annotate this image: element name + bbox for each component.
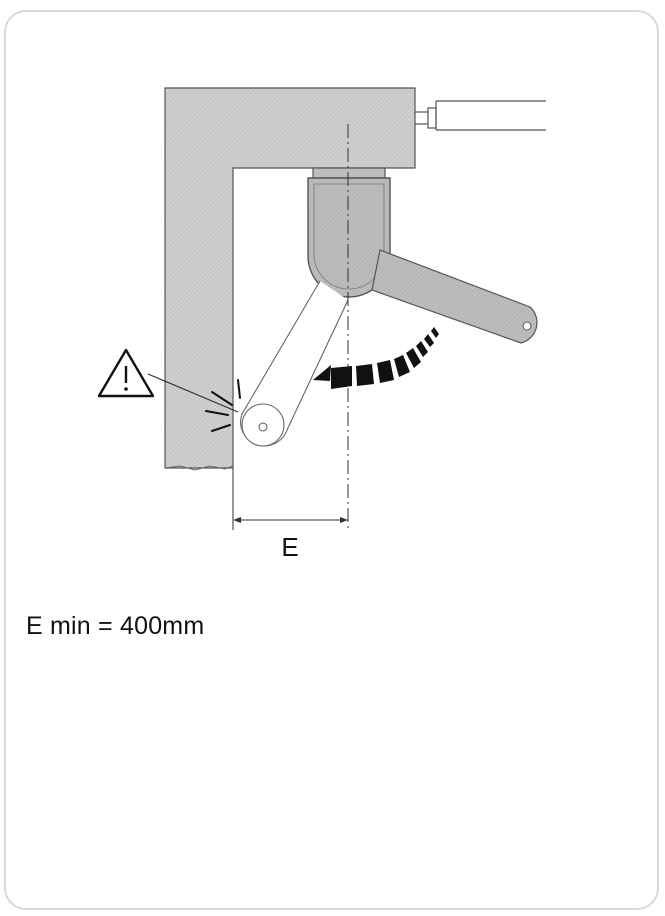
impact-marks	[205, 379, 241, 432]
wall-break-edge	[164, 465, 234, 471]
gate-opener-diagram: E	[97, 87, 546, 562]
curved-arrow-icon	[313, 327, 439, 389]
dimension-e	[232, 468, 348, 530]
arm-open-position	[371, 249, 538, 344]
dimension-label: E	[281, 532, 298, 562]
min-distance-caption: E min = 400mm	[26, 612, 205, 640]
warning-triangle-icon	[97, 348, 239, 413]
drive-shaft	[415, 100, 546, 131]
arm-closed-position	[240, 280, 349, 447]
